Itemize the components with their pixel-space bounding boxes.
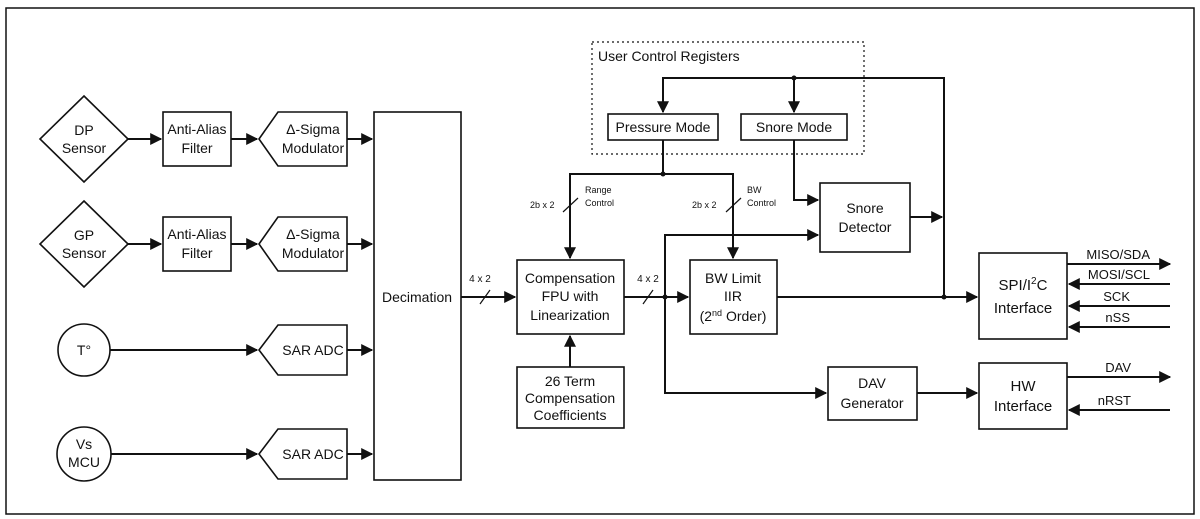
modulator-1-label-2: Modulator <box>282 140 345 156</box>
anti-alias-filter-2: Anti-Alias Filter <box>162 216 232 272</box>
dp-sensor-label-2: Sensor <box>62 140 107 156</box>
decimation-label: Decimation <box>382 289 452 305</box>
spi-interface-label-2: Interface <box>994 300 1052 317</box>
mosi-scl-label: MOSI/SCL <box>1088 267 1150 282</box>
nrst-label: nRST <box>1098 393 1131 408</box>
compensation-label-3: Linearization <box>530 307 609 323</box>
bw-order-close: Order) <box>722 308 766 324</box>
spi-i2c-interface-block: SPI/I2C Interface <box>978 252 1068 340</box>
gp-sensor: GP Sensor <box>38 199 130 289</box>
range-bus-label: 2b x 2 <box>530 200 555 210</box>
dav-generator-block: DAV Generator <box>827 366 918 421</box>
vs-label-1: Vs <box>76 436 92 452</box>
anti-alias-1-label-1: Anti-Alias <box>167 121 226 137</box>
spi-pre: SPI/I <box>999 277 1032 294</box>
user-control-registers-title: User Control Registers <box>598 48 740 64</box>
compensation-label-2: FPU with <box>542 288 599 304</box>
sck-label: SCK <box>1103 289 1130 304</box>
coefficients-label-2: Compensation <box>525 390 615 406</box>
modulator-2-label-2: Modulator <box>282 245 345 261</box>
spi-post: C <box>1037 277 1048 294</box>
modulator-1-label-1: Δ-Sigma <box>286 121 340 137</box>
anti-alias-2-label-1: Anti-Alias <box>167 226 226 242</box>
compensation-bus-label: 4 x 2 <box>637 274 659 285</box>
spi-interface-label-1: SPI/I2C <box>999 276 1048 294</box>
coefficients-block: 26 Term Compensation Coefficients <box>516 366 625 429</box>
sar-adc-2-label: SAR ADC <box>282 446 343 462</box>
bw-limit-order-label: (2nd Order) <box>700 308 767 324</box>
snore-detector-block: Snore Detector <box>819 182 911 253</box>
bw-limit-label-2: IIR <box>724 288 742 304</box>
coefficients-label-3: Coefficients <box>534 407 607 423</box>
anti-alias-2-label-2: Filter <box>181 245 212 261</box>
connections <box>110 75 1172 460</box>
vs-label-2: MCU <box>68 454 100 470</box>
decimation-block: Decimation <box>373 111 462 481</box>
bw-order-open: (2 <box>700 308 713 324</box>
bw-control-label-2: Control <box>747 198 776 208</box>
nss-label: nSS <box>1105 310 1130 325</box>
range-control-label-2: Control <box>585 198 614 208</box>
snore-detector-label-1: Snore <box>846 200 884 216</box>
hw-interface-label-1: HW <box>1011 378 1037 395</box>
dav-generator-label-2: Generator <box>840 395 903 411</box>
anti-alias-filter-1: Anti-Alias Filter <box>162 111 232 167</box>
sar-adc-1: SAR ADC <box>257 324 348 376</box>
outer-frame <box>5 7 1195 515</box>
range-control-label-1: Range <box>585 185 612 195</box>
coefficients-label-1: 26 Term <box>545 373 595 389</box>
delta-sigma-modulator-2: Δ-Sigma Modulator <box>258 216 348 272</box>
bw-order-sup: nd <box>712 308 722 318</box>
snore-mode-register: Snore Mode <box>740 113 848 141</box>
anti-alias-1-label-2: Filter <box>181 140 212 156</box>
temperature-label: T° <box>77 342 91 358</box>
bw-limit-iir-block: BW Limit IIR (2nd Order) <box>689 259 778 335</box>
pressure-mode-register: Pressure Mode <box>607 113 719 141</box>
miso-sda-label: MISO/SDA <box>1086 247 1150 262</box>
user-control-registers-group <box>591 41 865 155</box>
hw-interface-block: HW Interface <box>978 362 1068 430</box>
vs-mcu-source: Vs MCU <box>56 426 112 482</box>
hw-interface-label-2: Interface <box>994 398 1052 415</box>
pressure-mode-label: Pressure Mode <box>616 119 711 135</box>
modulator-2-label-1: Δ-Sigma <box>286 226 340 242</box>
compensation-fpu-block: Compensation FPU with Linearization <box>516 259 625 335</box>
sar-adc-2: SAR ADC <box>257 428 348 480</box>
dav-generator-label-1: DAV <box>858 375 886 391</box>
decimation-bus-label: 4 x 2 <box>469 274 491 285</box>
snore-mode-label: Snore Mode <box>756 119 832 135</box>
dav-signal-label: DAV <box>1105 360 1131 375</box>
gp-sensor-label-2: Sensor <box>62 245 107 261</box>
compensation-label-1: Compensation <box>525 270 615 286</box>
snore-detector-label-2: Detector <box>839 219 892 235</box>
dp-sensor: DP Sensor <box>38 94 130 184</box>
gp-sensor-label-1: GP <box>74 227 94 243</box>
temperature-sensor: T° <box>57 323 111 377</box>
bw-bus-label: 2b x 2 <box>692 200 717 210</box>
dp-sensor-label-1: DP <box>74 122 93 138</box>
bw-control-label-1: BW <box>747 185 762 195</box>
bw-limit-label-1: BW Limit <box>705 270 761 286</box>
sar-adc-1-label: SAR ADC <box>282 342 343 358</box>
delta-sigma-modulator-1: Δ-Sigma Modulator <box>258 111 348 167</box>
spi-sup: 2 <box>1031 276 1037 287</box>
